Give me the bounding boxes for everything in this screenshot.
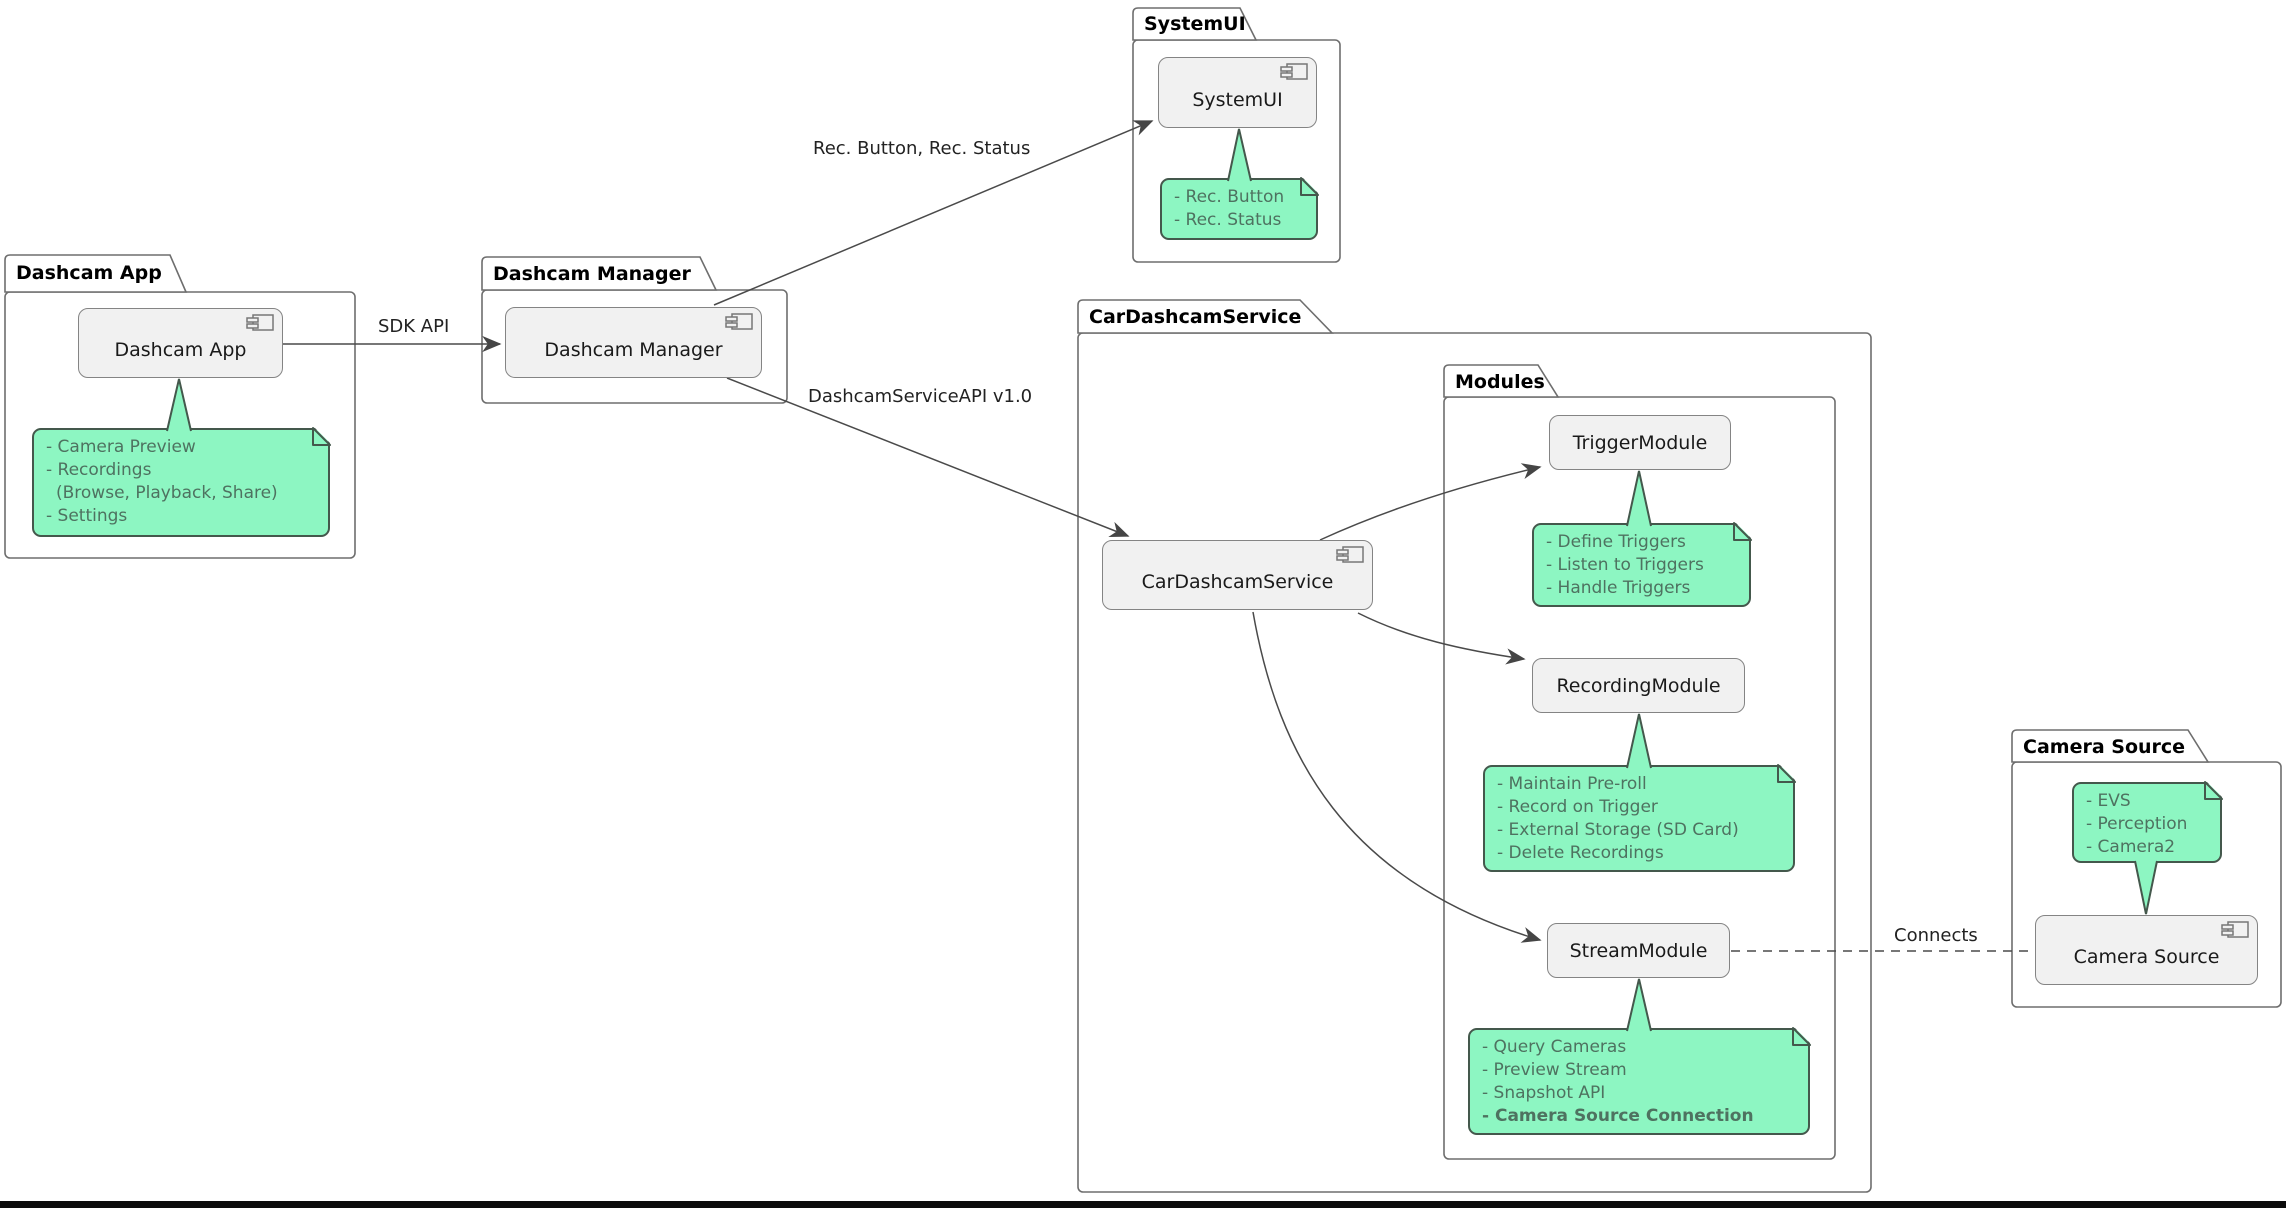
package-title-camera-source: Camera Source bbox=[2023, 736, 2186, 758]
edge-label-dashcamserviceapi: DashcamServiceAPI v1.0 bbox=[808, 386, 1033, 407]
note-line: - Query Cameras bbox=[1482, 1037, 1627, 1057]
edge-service-to-recordingmodule bbox=[1357, 612, 1526, 665]
component-systemui: SystemUI bbox=[1158, 57, 1317, 128]
component-icon bbox=[724, 313, 754, 339]
note-dashcam-app: - Camera Preview - Recordings (Browse, P… bbox=[32, 428, 330, 537]
component-label: SystemUI bbox=[1192, 88, 1283, 111]
component-camera-source: Camera Source bbox=[2035, 915, 2258, 985]
note-line: - Camera Source Connection bbox=[1482, 1106, 1754, 1126]
component-icon bbox=[2220, 921, 2250, 947]
note-systemui: - Rec. Button - Rec. Status bbox=[1160, 178, 1318, 240]
note-line: - Listen to Triggers bbox=[1546, 555, 1704, 575]
note-line: - Define Triggers bbox=[1546, 532, 1686, 552]
component-icon bbox=[1335, 546, 1365, 572]
note-line: - Record on Trigger bbox=[1497, 797, 1658, 817]
edge-manager-to-service bbox=[726, 377, 1130, 538]
package-title-dashcam-app: Dashcam App bbox=[16, 262, 162, 284]
component-cardashcamservice: CarDashcamService bbox=[1102, 540, 1373, 610]
note-recordingmodule: - Maintain Pre-roll - Record on Trigger … bbox=[1483, 765, 1795, 872]
note-triggermodule: - Define Triggers - Listen to Triggers -… bbox=[1532, 523, 1751, 607]
edge-label-sdk-api: SDK API bbox=[378, 316, 450, 337]
note-line: - External Storage (SD Card) bbox=[1497, 820, 1739, 840]
edge-service-to-streammodule bbox=[1252, 611, 1542, 943]
edge-service-to-triggermodule bbox=[1319, 463, 1542, 541]
bottom-bar bbox=[0, 1201, 2286, 1208]
package-title-dashcam-manager: Dashcam Manager bbox=[493, 263, 691, 285]
component-label: RecordingModule bbox=[1556, 674, 1721, 697]
edge-label-rec-button-status: Rec. Button, Rec. Status bbox=[813, 138, 1031, 159]
component-dashcam-app: Dashcam App bbox=[78, 308, 283, 378]
note-line: - Delete Recordings bbox=[1497, 843, 1664, 863]
component-triggermodule: TriggerModule bbox=[1549, 415, 1731, 470]
note-line: - Settings bbox=[46, 506, 128, 526]
package-title-modules: Modules bbox=[1455, 371, 1545, 393]
component-recordingmodule: RecordingModule bbox=[1532, 658, 1745, 713]
component-label: CarDashcamService bbox=[1141, 571, 1334, 593]
note-line: - Preview Stream bbox=[1482, 1060, 1627, 1080]
component-label: Dashcam Manager bbox=[544, 338, 723, 361]
note-line: - Rec. Status bbox=[1174, 210, 1282, 230]
component-label: Camera Source bbox=[2073, 946, 2220, 968]
component-dashcam-manager: Dashcam Manager bbox=[505, 307, 762, 378]
component-label: StreamModule bbox=[1569, 939, 1708, 962]
note-line: - Snapshot API bbox=[1482, 1083, 1606, 1103]
note-line: (Browse, Playback, Share) bbox=[56, 483, 278, 503]
component-streammodule: StreamModule bbox=[1547, 923, 1730, 978]
component-label: Dashcam App bbox=[114, 339, 247, 361]
note-line: - Maintain Pre-roll bbox=[1497, 774, 1647, 794]
component-icon bbox=[245, 314, 275, 340]
edge-manager-to-systemui bbox=[713, 120, 1154, 306]
note-line: - Recordings bbox=[46, 460, 152, 480]
note-line: - Perception bbox=[2086, 814, 2188, 834]
package-title-cardashcamservice: CarDashcamService bbox=[1089, 306, 1302, 328]
edge-label-connects: Connects bbox=[1894, 925, 1978, 946]
component-icon bbox=[1279, 63, 1309, 89]
package-title-systemui: SystemUI bbox=[1144, 13, 1246, 35]
note-line: - Camera2 bbox=[2086, 837, 2176, 857]
component-label: TriggerModule bbox=[1572, 431, 1708, 454]
note-camera-source: - EVS - Perception - Camera2 bbox=[2072, 782, 2222, 863]
note-line: - EVS bbox=[2086, 791, 2131, 811]
note-line: - Rec. Button bbox=[1174, 187, 1285, 207]
note-streammodule: - Query Cameras - Preview Stream - Snaps… bbox=[1468, 1028, 1810, 1135]
note-line: - Handle Triggers bbox=[1546, 578, 1691, 598]
note-line: - Camera Preview bbox=[46, 437, 196, 457]
